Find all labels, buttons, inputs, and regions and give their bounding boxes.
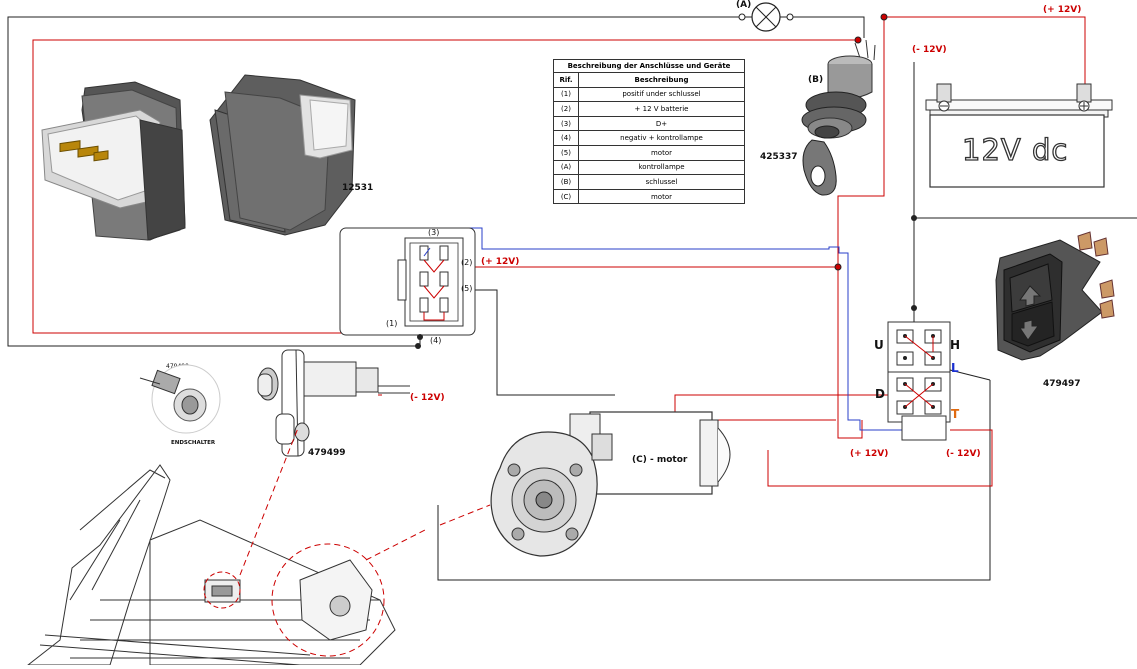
motor-illustration: (C) - motor <box>490 411 731 557</box>
legend-desc: kontrollampe <box>578 159 745 176</box>
key-switch: (B) 425337 <box>760 39 876 196</box>
legend-title: Beschreibung der Anschlüsse und Geräte <box>553 59 745 72</box>
wire-black-outer-loop <box>7 16 865 347</box>
legend-ref: (5) <box>553 144 579 161</box>
switch-u-label: U <box>874 338 884 352</box>
legend-row: (2)+ 12 V batterie <box>553 101 745 117</box>
rocker-up-arrow-icon <box>1019 285 1042 307</box>
part-switch-label: 479497 <box>1043 379 1081 389</box>
legend-desc: positif under schlussel <box>578 86 745 103</box>
legend-ref: (A) <box>553 159 579 176</box>
legend-ref: (3) <box>553 115 579 132</box>
switch-l-label: L <box>951 361 959 375</box>
plus12-top-label: (+ 12V) <box>1043 5 1081 15</box>
legend-ref: (C) <box>553 188 579 205</box>
legend-ref: (4) <box>553 130 579 146</box>
motor-label: (C) - motor <box>632 455 688 465</box>
relay-connector: (3) (2) (5) (1) (4) <box>339 227 476 345</box>
wire-red-motor <box>378 394 993 487</box>
legend-desc: schlussel <box>578 174 745 190</box>
lamp-ref-label: (A) <box>736 0 751 10</box>
rocker-switch-schematic: U H L D T <box>874 308 991 441</box>
pin2-label: (2) <box>461 258 472 267</box>
plus12-mid-label: (+ 12V) <box>481 257 519 267</box>
legend-desc: D+ <box>578 115 745 132</box>
switch-t-label: T <box>951 407 960 421</box>
legend-row: (4)negativ + kontrollampe <box>553 130 745 146</box>
limit-switch-479499: 479499 <box>257 349 410 458</box>
legend-desc: + 12 V batterie <box>578 101 745 117</box>
legend-desc: motor <box>578 188 745 205</box>
junction-dots <box>415 13 917 349</box>
legend-row: (3)D+ <box>553 115 745 132</box>
part-relay-label: 12531 <box>342 183 373 193</box>
pin3-label: (3) <box>428 228 439 237</box>
wire-red-main-loop <box>32 16 1086 439</box>
legend-row: (A)kontrollampe <box>553 159 745 176</box>
battery-label: 12V dc <box>962 133 1068 167</box>
legend-row: (5)motor <box>553 144 745 161</box>
relay-illustration: 12531 <box>41 74 373 241</box>
minus12-mid-label: (- 12V) <box>410 393 445 403</box>
legend-row: (1)positif under schlussel <box>553 86 745 103</box>
legend-row: (C)motor <box>553 188 745 205</box>
legend-ref: (2) <box>553 101 579 117</box>
legend-col-ref: Rif. <box>553 72 579 88</box>
mechanism-illustration <box>26 427 491 666</box>
pin1-label: (1) <box>386 319 397 328</box>
part-limit-label: 479499 <box>308 448 346 458</box>
legend-ref: (1) <box>553 86 579 103</box>
legend-desc: negativ + kontrollampe <box>578 130 745 146</box>
switch-h-label: H <box>950 338 960 352</box>
pin5-label: (5) <box>461 284 472 293</box>
rocker-switch-illustration: 479497 <box>995 231 1115 389</box>
minus12-bottom-label: (- 12V) <box>946 449 981 459</box>
battery-12v: 12V dc <box>925 83 1113 188</box>
legend-col-desc: Beschreibung <box>578 72 745 88</box>
key-ref-label: (B) <box>808 75 823 85</box>
wire-blue-d-plus <box>429 227 902 431</box>
switch-d-label: D <box>875 387 885 401</box>
legend-header-row: Rif. Beschreibung <box>553 72 745 88</box>
part-key-label: 425337 <box>760 152 798 162</box>
connection-legend-table: Beschreibung der Anschlüsse und Geräte R… <box>553 59 745 205</box>
legend-row: (B)schlussel <box>553 174 745 190</box>
endschalter-label: ENDSCHALTER <box>171 440 216 446</box>
pin4-label: (4) <box>430 336 441 345</box>
rocker-down-arrow-icon <box>1019 319 1039 341</box>
legend-ref: (B) <box>553 174 579 190</box>
endschalter-small: 479499 ENDSCHALTER <box>139 363 221 446</box>
minus12-top-label: (- 12V) <box>912 45 947 55</box>
plus12-bottom-label: (+ 12V) <box>850 449 888 459</box>
legend-desc: motor <box>578 144 745 161</box>
lamp-a: (A) <box>736 0 794 32</box>
